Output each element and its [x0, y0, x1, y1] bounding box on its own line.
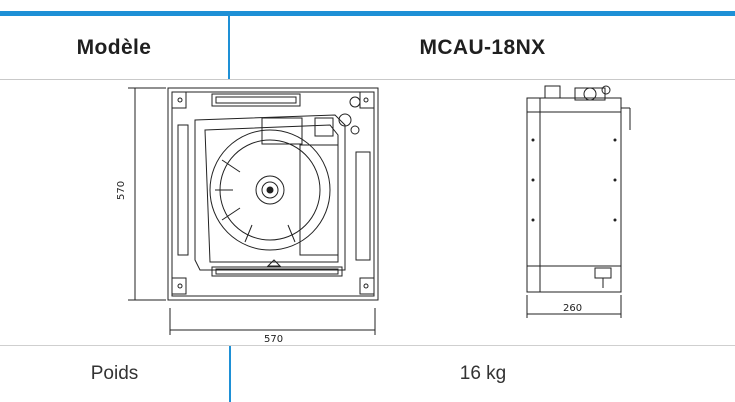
model-header-label: Modèle — [76, 35, 152, 59]
weight-label: Poids — [90, 363, 139, 384]
front-height-dim: 570 — [116, 181, 127, 200]
row-separator — [0, 345, 735, 346]
weight-row: Poids 16 kg — [0, 346, 735, 402]
weight-value: 16 kg — [459, 363, 507, 384]
top-accent-bar — [0, 11, 735, 16]
side-view-drawing — [526, 85, 631, 318]
side-width-dim: 260 — [563, 303, 582, 314]
weight-row-divider — [229, 346, 231, 402]
technical-drawing: 570 570 — [116, 85, 631, 345]
header-divider — [228, 16, 230, 79]
front-width-dim: 570 — [264, 334, 283, 345]
front-view-drawing — [128, 87, 379, 335]
model-name: MCAU-18NX — [419, 35, 546, 59]
technical-drawing-row: 570 570 — [0, 80, 735, 345]
header-row: Modèle MCAU-18NX — [0, 16, 735, 80]
